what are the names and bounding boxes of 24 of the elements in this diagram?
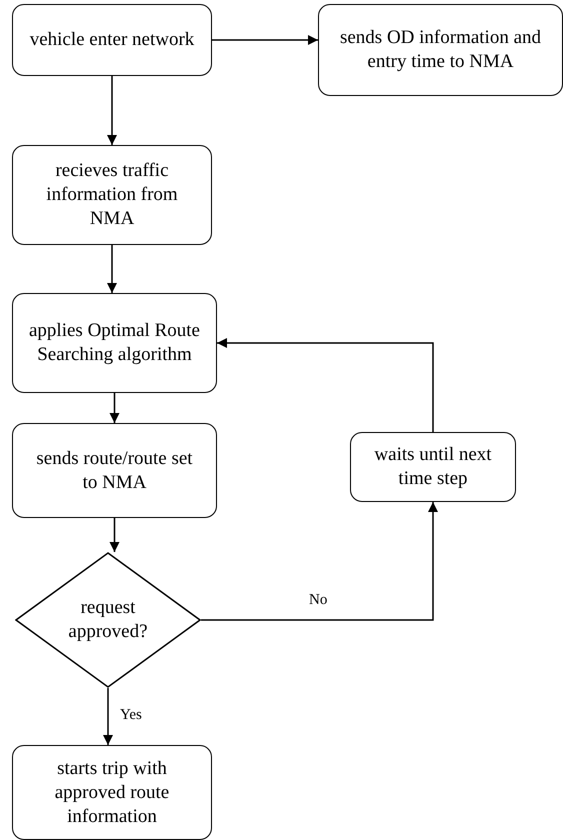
node-text: waits until next time step xyxy=(373,443,493,491)
process-box xyxy=(318,4,563,96)
process-box xyxy=(350,432,516,502)
node-text: vehicle enter network xyxy=(28,28,196,52)
node-text: starts trip with approved route information xyxy=(54,756,170,828)
arrow xyxy=(212,35,318,45)
node-text: request approved? xyxy=(67,596,149,644)
process-box xyxy=(12,4,212,76)
arrow xyxy=(107,245,117,293)
process-box xyxy=(12,293,217,393)
node-text: sends OD information and entry time to NMA xyxy=(338,26,542,74)
node-text: applies Optimal Route Searching algorithm xyxy=(28,319,201,367)
arrow xyxy=(110,518,120,552)
process-box xyxy=(12,745,212,840)
decision-diamond xyxy=(15,552,201,688)
node-text: recieves traffic information from NMA xyxy=(45,159,179,231)
arrow xyxy=(217,338,434,432)
arrow xyxy=(107,76,117,145)
arrow xyxy=(103,688,113,745)
node-text: sends route/route set to NMA xyxy=(35,446,194,494)
arrow xyxy=(110,393,120,423)
arrow xyxy=(201,502,438,621)
process-box xyxy=(12,423,217,518)
process-box xyxy=(12,145,212,245)
